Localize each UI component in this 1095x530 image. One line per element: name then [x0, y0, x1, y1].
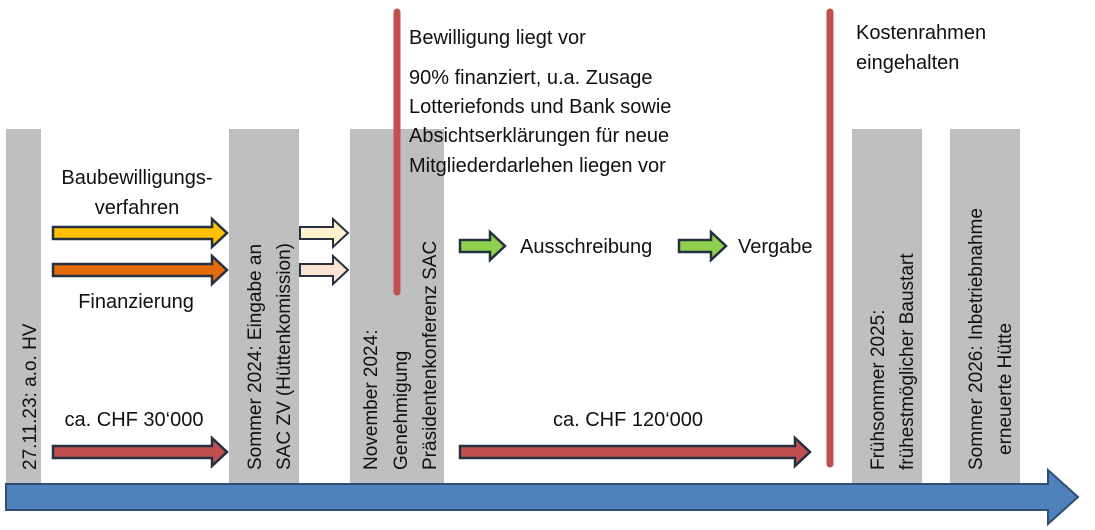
milestone-bar-eingabe	[229, 129, 299, 485]
annotation-finanzierung-2: Lotteriefonds und Bank sowie	[409, 96, 671, 118]
milestone-label-eingabe-1: Sommer 2024: Eingabe an	[245, 244, 266, 470]
annotation-finanzierung-4: Mitgliederdarlehen liegen vor	[409, 155, 666, 177]
arrow-finanzierung	[51, 253, 229, 287]
milestone-label-baustart-1: Frühsommer 2025:	[868, 309, 889, 470]
annotation-finanzierung-3: Absichtserklärungen für neue	[409, 125, 669, 147]
annotation-bewilligung: Bewilligung liegt vor	[409, 27, 586, 49]
milestone-label-inbetriebnahme-1: Sommer 2026: Inbetriebnahme	[966, 208, 987, 470]
milestone-bar-hv	[6, 129, 41, 485]
label-baubewilligung-2: verfahren	[95, 197, 180, 219]
label-cost-2: ca. CHF 120‘000	[553, 409, 703, 431]
arrow-finanzierung-continued	[299, 253, 350, 287]
milestone-label-eingabe-2: SAC ZV (Hüttenkomission)	[274, 243, 295, 470]
arrow-ausschreibung	[458, 229, 507, 263]
label-cost-1: ca. CHF 30‘000	[65, 409, 204, 431]
milestone-bar-baustart	[852, 129, 922, 485]
milestone-bar-inbetriebnahme	[950, 129, 1020, 485]
milestone-label-genehmigung-3: Präsidentenkonferenz SAC	[420, 241, 441, 470]
label-ausschreibung: Ausschreibung	[520, 236, 652, 258]
arrow-baubewilligung-continued	[299, 216, 350, 250]
label-baubewilligung-1: Baubewilligungs-	[61, 167, 212, 189]
milestone-label-inbetriebnahme-2: erneuerte Hütte	[995, 323, 1016, 455]
timeline-arrow	[5, 467, 1080, 527]
label-vergabe: Vergabe	[738, 236, 813, 258]
milestone-label-hv: 27.11.23: a.o. HV	[20, 323, 41, 470]
milestone-label-baustart-2: frühestmöglicher Baustart	[897, 253, 918, 470]
milestone-label-genehmigung-2: Genehmigung	[391, 351, 412, 470]
milestone-label-genehmigung-1: November 2024:	[361, 330, 382, 470]
arrow-cost-2	[458, 435, 812, 469]
arrow-vergabe	[677, 229, 728, 263]
annotation-finanzierung-1: 90% finanziert, u.a. Zusage	[409, 67, 652, 89]
arrow-baubewilligung	[51, 216, 229, 250]
label-finanzierung: Finanzierung	[78, 291, 194, 313]
annotation-kosten-2: eingehalten	[856, 52, 959, 74]
arrow-cost-1	[51, 435, 229, 469]
annotation-kosten-1: Kostenrahmen	[856, 22, 986, 44]
